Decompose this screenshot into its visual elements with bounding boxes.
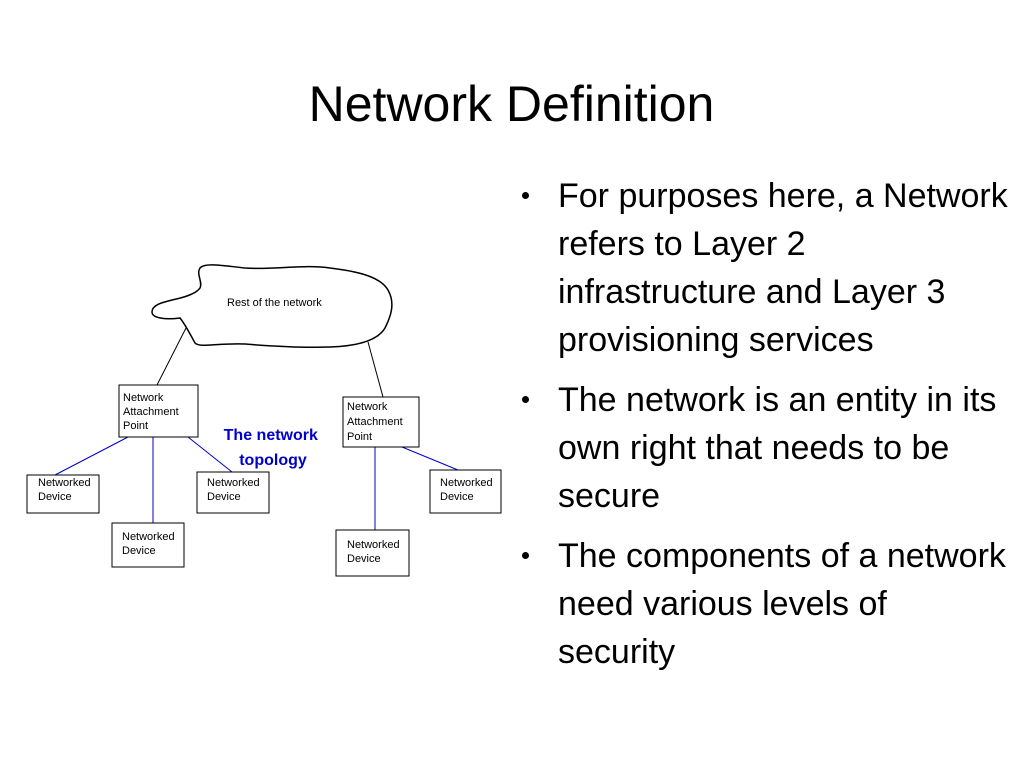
- topology-label-line-1: The network: [224, 427, 318, 444]
- bullet-text-1: For purposes here, a Network refers to L…: [558, 177, 1008, 359]
- device-line-1: Networked: [38, 477, 91, 489]
- svg-text:Networked Device: Networked Device: [347, 539, 403, 565]
- network-topology-diagram: Rest of the network Network Attachment P…: [26, 264, 502, 577]
- bullet-list: For purposes here, a Network refers to L…: [518, 172, 1008, 688]
- device-line-1: Networked: [347, 539, 400, 551]
- attachment-point-left: Network Attachment Point: [118, 384, 199, 438]
- slide-title: Network Definition: [308, 76, 715, 132]
- networked-device-2: Networked Device: [111, 522, 185, 568]
- svg-text:Networked Device: Networked Device: [122, 531, 178, 557]
- device-line-2: Device: [347, 553, 381, 565]
- svg-text:Network Attachment: Network Attachment Point: [347, 401, 406, 443]
- bullet-item-3: The components of a network need various…: [518, 532, 1008, 676]
- cloud-label: Rest of the network: [227, 297, 322, 309]
- bullet-dot-icon: [522, 552, 529, 559]
- device-line-2: Device: [440, 491, 474, 503]
- device-line-1: Networked: [122, 531, 175, 543]
- device-line-1: Networked: [207, 477, 260, 489]
- topology-label-line-2: topology: [239, 452, 307, 469]
- attachment-point-line-3: Point: [123, 420, 148, 432]
- bullet-dot-icon: [522, 396, 529, 403]
- cloud-link-left: [156, 327, 187, 386]
- networked-device-4: Networked Device: [335, 529, 410, 577]
- link-right-ap-to-device-5: [401, 446, 459, 471]
- topology-label: The network topology: [224, 427, 323, 469]
- attachment-point-line-1: Network: [347, 401, 388, 413]
- attachment-point-line-2: Attachment: [123, 406, 179, 418]
- svg-text:Networked Device: Networked Device: [38, 477, 94, 503]
- bullet-text-2: The network is an entity in its own righ…: [558, 381, 997, 515]
- cloud-link-right: [367, 341, 384, 398]
- device-line-2: Device: [207, 491, 241, 503]
- svg-text:Network Attachment: Network Attachment Point: [123, 392, 182, 432]
- bullet-dot-icon: [522, 192, 529, 199]
- link-left-ap-to-device-1: [54, 436, 129, 476]
- attachment-point-line-3: Point: [347, 431, 372, 443]
- networked-device-1: Networked Device: [26, 474, 100, 514]
- device-line-2: Device: [38, 491, 72, 503]
- bullet-text-3: The components of a network need various…: [558, 537, 1006, 671]
- bullet-item-1: For purposes here, a Network refers to L…: [518, 172, 1008, 364]
- attachment-point-right: Network Attachment Point: [342, 396, 420, 448]
- device-line-2: Device: [122, 545, 156, 557]
- networked-device-5: Networked Device: [429, 469, 502, 514]
- svg-text:Networked Device: Networked Device: [207, 477, 263, 503]
- attachment-point-line-1: Network: [123, 392, 164, 404]
- attachment-point-line-2: Attachment: [347, 416, 403, 428]
- cloud-shape: [151, 264, 393, 349]
- bullet-item-2: The network is an entity in its own righ…: [518, 376, 1008, 520]
- svg-text:Networked Device: Networked Device: [440, 477, 496, 503]
- networked-device-3: Networked Device: [196, 471, 270, 514]
- link-left-ap-to-device-3: [187, 436, 233, 473]
- device-line-1: Networked: [440, 477, 493, 489]
